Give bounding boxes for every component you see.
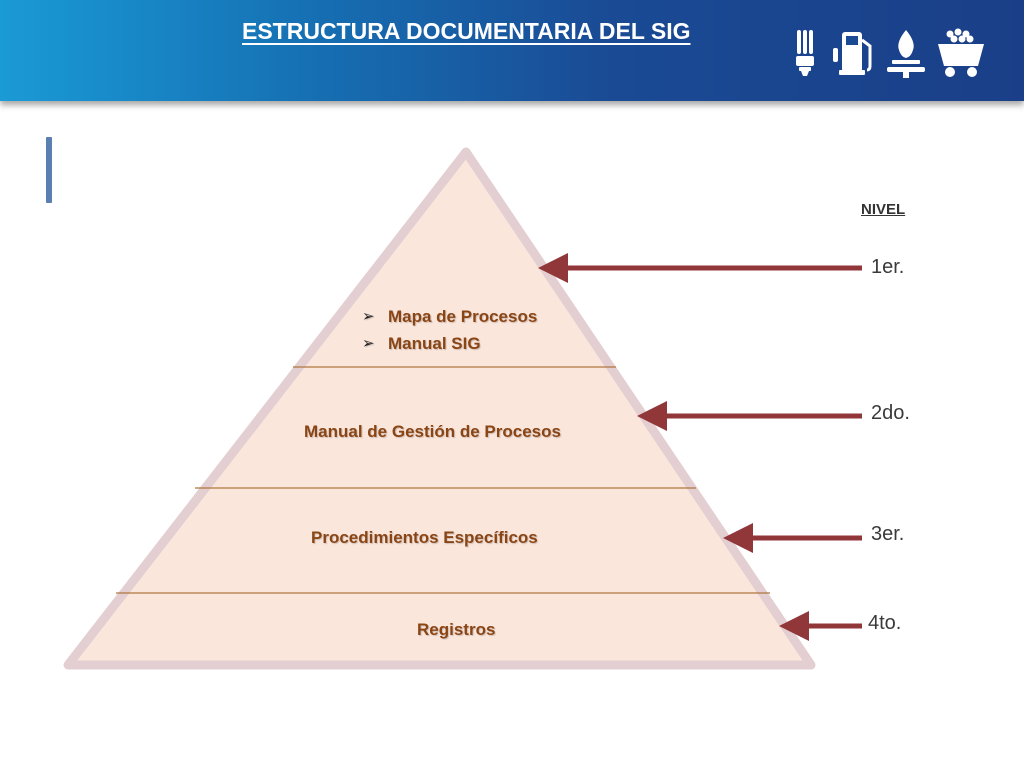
accent-bar xyxy=(46,137,52,203)
header-banner: ESTRUCTURA DOCUMENTARIA DEL SIG xyxy=(0,0,1024,101)
pyramid-shape xyxy=(63,147,816,670)
bullet-arrow-icon: ➢ xyxy=(362,308,375,325)
nivel-heading: NIVEL xyxy=(861,201,906,218)
lightbulb-icon xyxy=(796,30,814,76)
level-number-2: 2do. xyxy=(871,402,910,424)
mining-cart-icon xyxy=(938,28,984,77)
level3-label: Procedimientos Específicos xyxy=(311,528,538,547)
level1-item-text: Mapa de Procesos xyxy=(388,307,538,326)
level1-item-text: Manual SIG xyxy=(388,334,481,353)
level4-label: Registros xyxy=(417,620,496,639)
header-icons xyxy=(796,28,984,78)
gas-flame-icon xyxy=(887,30,925,78)
level-number-1: 1er. xyxy=(871,256,905,278)
bullet-arrow-icon: ➢ xyxy=(362,335,375,352)
level-number-3: 3er. xyxy=(871,523,905,545)
level1-bullet-2: ➢ Manual SIG xyxy=(362,334,481,354)
page-title: ESTRUCTURA DOCUMENTARIA DEL SIG xyxy=(242,18,691,44)
fuel-pump-icon xyxy=(833,32,872,75)
level2-label: Manual de Gestión de Procesos xyxy=(304,422,561,441)
level1-bullet-1: ➢ Mapa de Procesos xyxy=(362,307,537,327)
level-number-4: 4to. xyxy=(868,612,902,634)
